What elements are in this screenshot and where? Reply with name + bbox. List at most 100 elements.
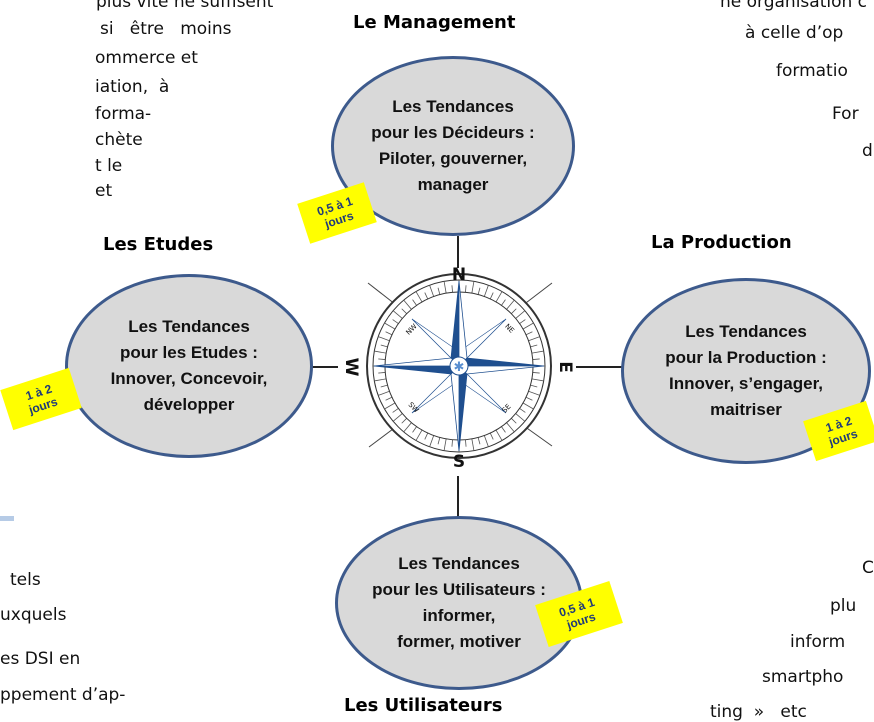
title-production: La Production [651,232,792,253]
compass-tick [380,384,388,388]
production-line-2: pour la Production : [665,348,827,367]
bg-text-top-left-3: ommerce et [95,48,198,68]
compass-tick [483,435,489,447]
utilisateurs-line-1: Les Tendances [398,554,520,573]
compass-tick [385,331,393,336]
compass-se-label: SE [501,403,513,415]
compass-tick [532,358,540,360]
compass-tick [392,413,403,422]
compass-tick [531,378,544,382]
bg-text-top-right-5: d [862,141,873,161]
management-line-1: Les Tendances [392,97,514,116]
compass-tick [515,310,526,319]
compass-w-label: W [341,358,361,377]
compass-tick [525,396,533,401]
compass-e-label: E [555,361,575,373]
compass-tick [465,439,467,447]
compass-tick [489,432,494,440]
bg-text-top-left-2: si être moins [100,19,232,39]
compass-tick [477,287,481,295]
compass-tick [424,292,429,300]
compass-tick [495,291,503,303]
compass-tick [392,319,399,324]
compass-tick [380,344,388,348]
bg-text-top-right-2: à celle d’op [745,23,844,43]
etudes-line-2: pour les Etudes : [120,343,258,362]
compass-tick [443,281,447,294]
compass-tick [392,408,399,413]
management-line-4: manager [417,175,489,194]
ellipse-management: Les Tendances pour les Décideurs : Pilot… [331,56,575,236]
title-utilisateurs: Les Utilisateurs [344,695,503,716]
compass-tick [530,344,538,348]
compass-tick [374,378,387,382]
management-line-2: pour les Décideurs : [371,123,535,142]
compass-tick [501,426,506,433]
compass-tick [437,287,441,295]
compass-tick [477,437,481,445]
ellipse-etudes: Les Tendances pour les Etudes : Innover,… [65,274,313,458]
production-line-1: Les Tendances [685,322,807,341]
etudes-line-4: développer [143,395,235,414]
compass-tick [528,390,540,396]
compass-tick [415,291,423,303]
compass-tick [401,418,407,424]
bg-text-bottom-right-2: plu [830,596,857,616]
bg-text-top-right-4: For [832,104,859,124]
compass-tick [531,350,544,354]
compass-tick [532,372,540,374]
compass-tick [424,432,429,440]
compass-tick [429,285,435,297]
compass-tick [506,299,515,310]
accent-bar [0,516,14,521]
bg-text-bottom-right-1: C [862,558,874,578]
bg-text-top-left-8: et [95,181,113,201]
compass-tick [483,285,489,297]
compass-tick [471,438,475,451]
compass-tick [465,285,467,293]
compass-tick [501,299,506,306]
compass-tick [412,426,417,433]
bg-text-top-left-1: plus vite ne suffisent [96,0,274,12]
compass-tick [522,402,534,410]
bg-text-top-right-1: ne organisation c [720,0,868,12]
compass-tick [403,299,412,310]
compass-tick [384,402,396,410]
compass-tick [374,350,387,354]
etudes-line-3: Innover, Concevoir, [110,369,268,388]
bg-text-bottom-right-4: smartpho [762,667,844,687]
compass-tick [437,437,441,445]
compass-tick [451,439,453,447]
bg-text-bottom-left-4: ppement d’ap- [0,685,126,705]
compass-tick [392,310,403,319]
compass-tick [522,322,534,330]
compass-tick [525,331,533,336]
compass-tick [403,422,412,433]
bg-text-top-left-4: iation, à [95,77,170,97]
compass-tick [429,435,435,447]
bg-text-bottom-left-1: tels [10,570,41,590]
compass-tick [415,429,423,441]
title-management: Le Management [353,12,516,33]
bg-text-top-left-6: chète [95,130,143,150]
etudes-line-1: Les Tendances [128,317,250,336]
compass-s-label: S [453,452,465,472]
compass-tick [378,390,390,396]
compass-tick [412,299,417,306]
svg-text:✱: ✱ [454,360,465,375]
compass-tick [519,319,526,324]
bg-text-bottom-right-5: ting » etc [710,702,807,722]
compass-tick [378,372,386,374]
production-line-3: Innover, s’engager, [668,374,823,393]
compass-tick [506,422,515,433]
compass-tick [511,308,517,314]
compass-n-label: N [452,265,466,285]
compass-tick [528,336,540,342]
compass-tick [511,418,517,424]
management-line-3: Piloter, gouverner, [378,149,528,168]
utilisateurs-line-2: pour les Utilisateurs : [372,580,546,599]
bg-text-top-left-7: t le [95,156,123,176]
compass-tick [384,322,396,330]
utilisateurs-line-3: informer, [422,606,496,625]
title-etudes: Les Etudes [103,234,214,255]
